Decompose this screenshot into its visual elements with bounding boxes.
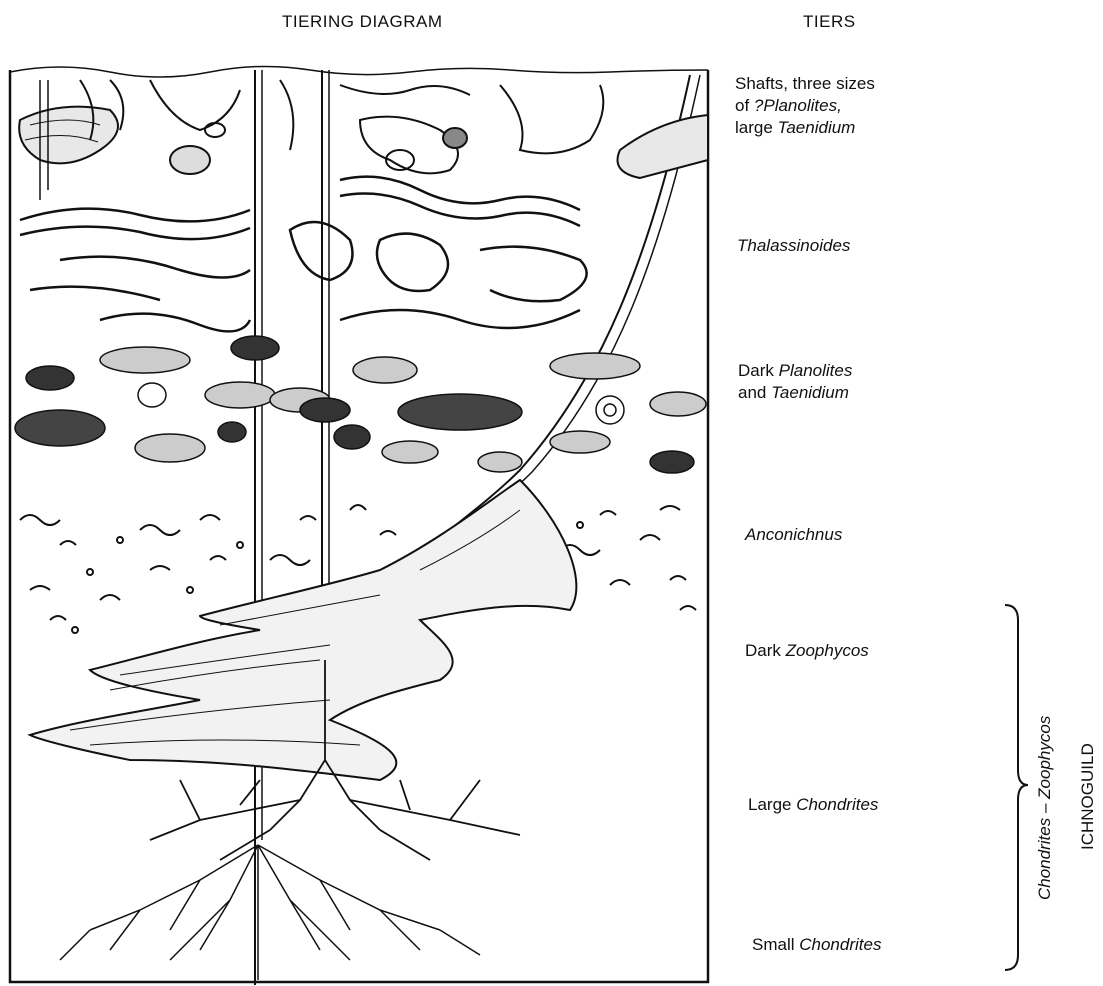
diagram-frame: [10, 70, 708, 982]
sediment-surface: [10, 66, 708, 77]
tier-label-thalassinoides: Thalassinoides: [737, 235, 850, 257]
tier-label-large-chondrites: Large Chondrites: [748, 794, 878, 816]
dark-zoophycos-spreite: [30, 480, 576, 780]
tier-label-small-chondrites: Small Chondrites: [752, 934, 881, 956]
ichnoguild-name: Chondrites – Zoophycos: [1035, 716, 1055, 900]
top-tier-burrows: [19, 80, 708, 200]
thalassinoides-network: [20, 177, 587, 332]
ichnoguild-label: ICHNOGUILD: [1078, 743, 1098, 850]
tier-label-anconichnus: Anconichnus: [745, 524, 842, 546]
tier-label-dark-planolites: Dark Planolites and Taenidium: [738, 360, 852, 404]
ichnoguild-brace: [1005, 605, 1028, 970]
dark-planolites-layer: [15, 336, 706, 473]
small-chondrites: [60, 845, 480, 980]
tier-label-dark-zoophycos: Dark Zoophycos: [745, 640, 869, 662]
tier-label-shafts: Shafts, three sizes of ?Planolites, larg…: [735, 73, 875, 139]
